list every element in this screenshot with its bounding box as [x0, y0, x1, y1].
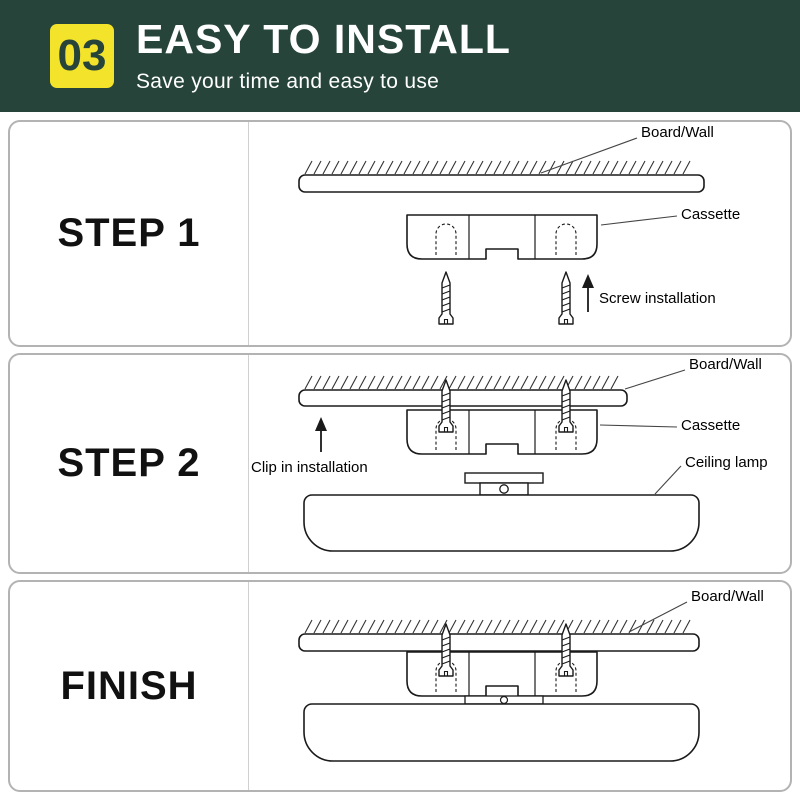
finish-drawing — [298, 601, 700, 762]
step2-drawing — [298, 369, 700, 552]
leader-line — [624, 369, 686, 390]
label-ceiling-lamp: Ceiling lamp — [685, 454, 768, 471]
page-subtitle: Save your time and easy to use — [136, 69, 440, 93]
arrow-up-icon — [315, 417, 327, 452]
board-wall-shape — [298, 160, 705, 193]
step1-label-col: STEP 1 — [10, 122, 249, 345]
cassette-shape — [406, 214, 598, 260]
finish-diagram: Board/Wall — [249, 582, 790, 790]
step1-drawing — [298, 137, 705, 325]
finish-title: FINISH — [60, 663, 198, 708]
label-board-wall: Board/Wall — [689, 356, 762, 373]
ceiling-lamp-shape — [303, 703, 700, 762]
header-banner: 03 EASY TO INSTALL Save your time and ea… — [0, 0, 800, 112]
board-wall-shape — [298, 619, 700, 652]
leader-line — [628, 601, 688, 633]
leader-line — [599, 424, 678, 428]
leader-line — [654, 465, 682, 495]
label-cassette: Cassette — [681, 417, 741, 434]
label-screw-installation: Screw installation — [599, 290, 716, 307]
leader-line — [600, 215, 678, 226]
cassette-shape — [406, 651, 598, 697]
clip-mechanism-shape — [464, 695, 544, 705]
label-clip-installation: Clip in installation — [251, 459, 368, 476]
leader-line — [540, 137, 638, 174]
ceiling-lamp-shape — [303, 494, 700, 552]
finish-label-col: FINISH — [10, 582, 249, 790]
header-text: EASY TO INSTALL Save your time and easy … — [136, 18, 511, 93]
step1-panel: STEP 1 — [8, 120, 792, 347]
label-board-wall: Board/Wall — [641, 124, 714, 141]
finish-panel: FINISH — [8, 580, 792, 792]
board-wall-shape — [298, 375, 628, 407]
step2-panel: STEP 2 — [8, 353, 792, 574]
screw-icon — [558, 271, 574, 325]
step1-diagram: Board/Wall Cassette Screw installation — [249, 122, 790, 345]
step1-title: STEP 1 — [57, 211, 201, 255]
step2-title: STEP 2 — [57, 441, 201, 485]
cassette-shape — [406, 409, 598, 455]
arrow-up-icon — [582, 274, 594, 312]
step-number-badge: 03 — [50, 24, 114, 88]
screw-icon — [438, 271, 454, 325]
label-board-wall: Board/Wall — [691, 588, 764, 605]
page-title: EASY TO INSTALL — [136, 16, 511, 63]
step2-label-col: STEP 2 — [10, 355, 249, 572]
label-cassette: Cassette — [681, 206, 741, 223]
clip-mechanism-shape — [464, 472, 544, 496]
step2-diagram: Board/Wall Cassette Clip in installation… — [249, 355, 790, 572]
